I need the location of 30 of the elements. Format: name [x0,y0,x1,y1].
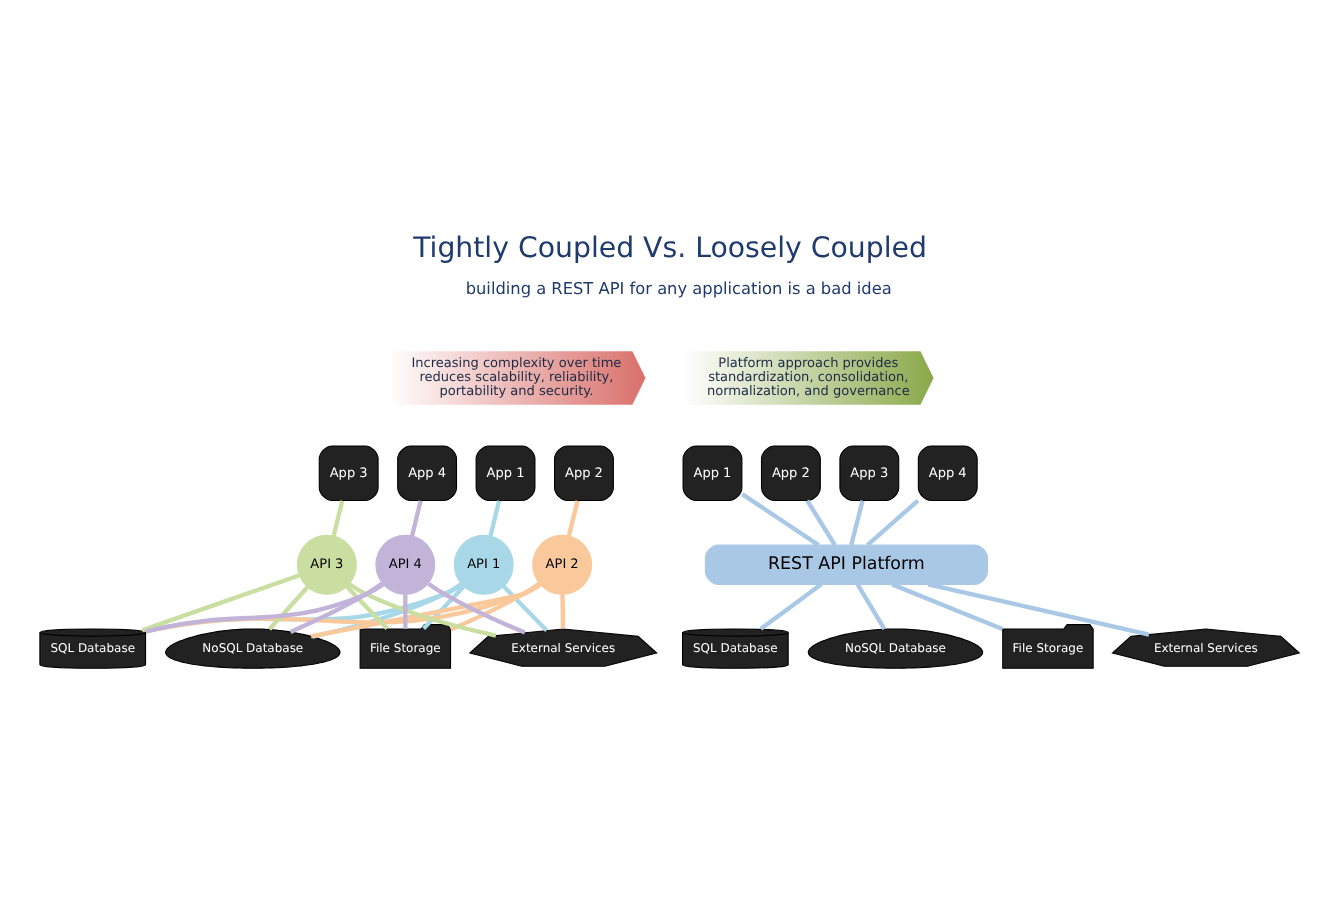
connector [145,581,385,633]
label: building a REST API for any application is a bad idea [465,277,892,298]
connector [141,572,300,632]
connector [145,582,542,633]
connector [449,580,541,631]
connector [566,499,580,536]
connector [331,499,345,536]
diagram-title: Tightly Coupled Vs. Loosely Coupled [413,232,927,265]
connector [741,491,820,546]
connector [289,580,384,633]
connector [805,498,837,546]
connector [267,584,310,630]
connector [855,582,887,630]
connector [866,498,920,546]
connector [345,584,389,630]
connector [759,581,823,630]
connector [403,593,408,628]
connector [409,499,423,536]
connector [310,581,542,638]
connector [560,593,566,628]
connector [312,581,463,638]
connector [488,499,502,536]
node-box: REST API Platform [704,543,989,584]
connector [427,580,526,634]
connector [849,499,865,545]
connector [502,583,549,631]
connector [891,581,1004,631]
connector [422,584,466,630]
connector [927,581,1150,636]
connector [348,581,497,637]
